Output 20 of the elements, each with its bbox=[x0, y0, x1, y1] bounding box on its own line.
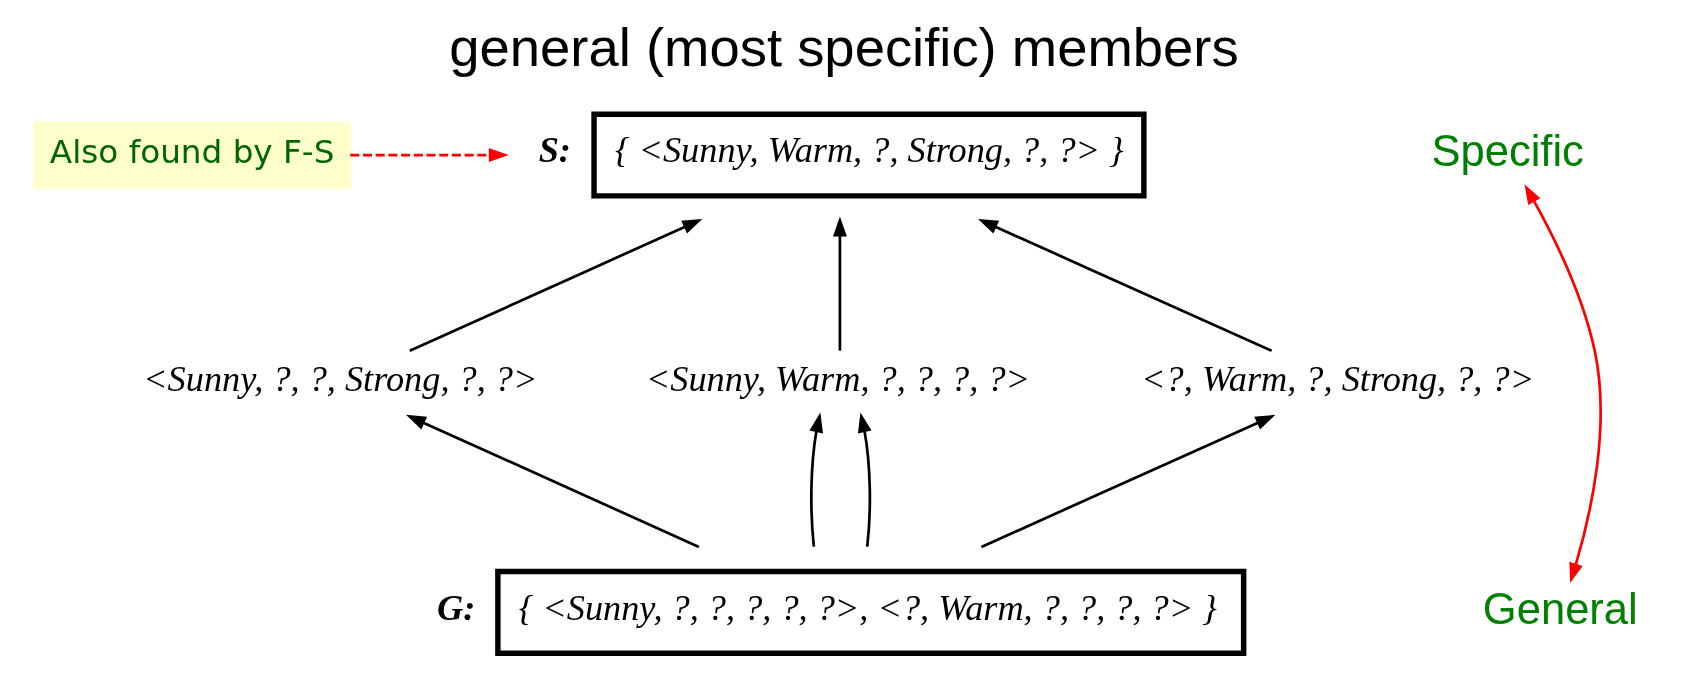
node-label: G: bbox=[437, 587, 476, 628]
node-box: { <Sunny, Warm, ?, Strong, ?, ?> } bbox=[591, 111, 1147, 199]
arrow bbox=[978, 218, 1273, 353]
node-box: { <Sunny, ?, ?, ?, ?, ?>, <?, Warm, ?, ?, ?, ?> } bbox=[495, 568, 1247, 656]
arrow bbox=[1524, 184, 1602, 584]
node-label: S: bbox=[538, 130, 571, 171]
arrow bbox=[832, 216, 847, 351]
arrow bbox=[409, 218, 703, 353]
arrow bbox=[980, 414, 1276, 549]
node-text: <?, Warm, ?, Strong, ?, ?> bbox=[1141, 358, 1535, 399]
node-box: Also found by F-S bbox=[33, 121, 351, 189]
node-text: Specific bbox=[1431, 127, 1584, 176]
diagram-title: general (most specific) members bbox=[449, 17, 1239, 79]
arrow bbox=[350, 148, 509, 163]
arrow bbox=[857, 412, 872, 547]
arrow bbox=[406, 414, 700, 549]
node-text: General bbox=[1482, 584, 1638, 633]
arrow bbox=[809, 412, 824, 547]
node-text: <Sunny, ?, ?, Strong, ?, ?> bbox=[143, 358, 538, 399]
node-text: <Sunny, Warm, ?, ?, ?, ?> bbox=[645, 358, 1031, 399]
